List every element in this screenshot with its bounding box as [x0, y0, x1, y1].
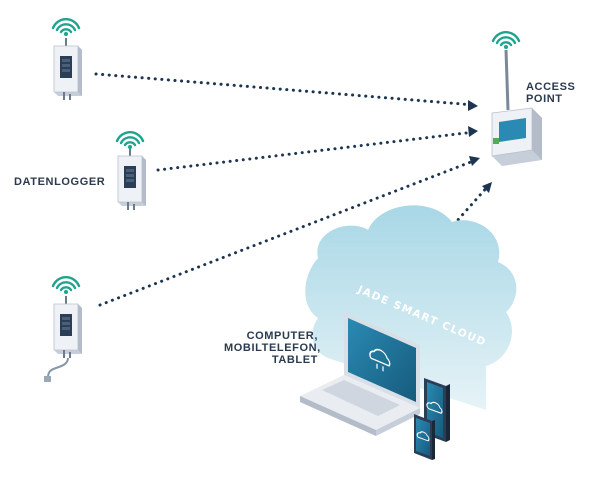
arrow-head-1 [468, 100, 478, 111]
access-point-device [491, 49, 542, 166]
link-logger-2 [156, 130, 476, 172]
access-point-label-line-2: POINT [526, 93, 563, 105]
datenlogger-label: DATENLOGGER [14, 176, 106, 188]
datalogger-2 [117, 147, 147, 211]
cloud-icon [369, 348, 391, 372]
smart-cloud: JADE SMART CLOUD [305, 205, 517, 410]
arrow-head-3 [469, 156, 480, 166]
datalogger-3 [44, 295, 83, 382]
wifi-signal-icon [51, 17, 81, 38]
link-logger-3 [98, 158, 478, 307]
link-logger-1 [94, 72, 476, 107]
tablet-device [414, 414, 435, 460]
devices-label-line-1: COMPUTER, [246, 330, 318, 342]
laptop-device [300, 312, 420, 436]
access-point-label-line-1: ACCESS [526, 81, 576, 93]
devices-label-line-2: MOBILTELEFON, [224, 342, 321, 354]
cloud-icon [426, 401, 443, 414]
access-point-label: ACCESS POINT [526, 81, 575, 105]
arrow-head-5 [482, 182, 492, 193]
arrowheads [445, 100, 492, 234]
devices-label-line-3: TABLET [271, 354, 318, 366]
wifi-signal-icon [51, 275, 81, 296]
devices-label: COMPUTER, MOBILTELEFON, TABLET [224, 330, 321, 366]
cloud-icon [416, 431, 430, 442]
wifi-signal-icon [491, 30, 521, 51]
arrow-head-2 [468, 126, 478, 137]
datalogger-1 [53, 37, 83, 101]
wifi-signal-icon [115, 130, 145, 151]
